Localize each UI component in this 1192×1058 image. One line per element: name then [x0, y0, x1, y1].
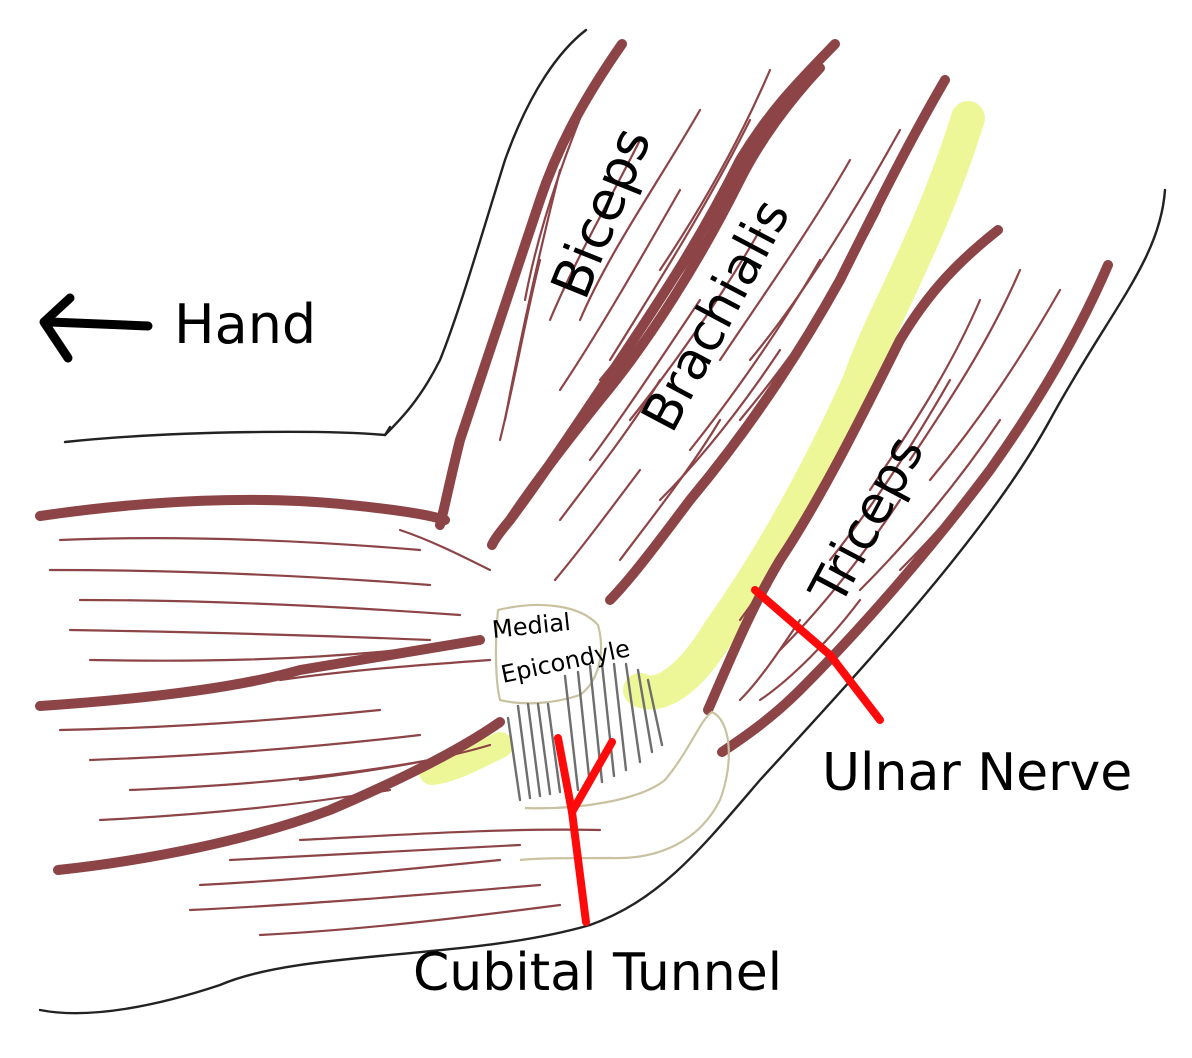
cubital-tunnel-label: Cubital Tunnel — [413, 943, 782, 1003]
medial-label: Medial — [491, 608, 572, 644]
forearm-muscles — [35, 494, 602, 937]
skin-outline — [38, 28, 1167, 1015]
triceps-muscle — [703, 225, 1113, 757]
biceps-muscle — [435, 39, 825, 550]
cubital-tunnel-pointer — [554, 734, 616, 926]
arrow-left-icon — [39, 293, 153, 363]
cubital-tunnel-ligament — [506, 662, 664, 802]
ulnar-nerve-pointer — [751, 586, 884, 724]
ulnar-nerve — [419, 101, 985, 785]
hand-label: Hand — [174, 293, 316, 356]
brachialis-muscle — [505, 39, 950, 605]
ulnar-nerve-label: Ulnar Nerve — [822, 743, 1132, 803]
